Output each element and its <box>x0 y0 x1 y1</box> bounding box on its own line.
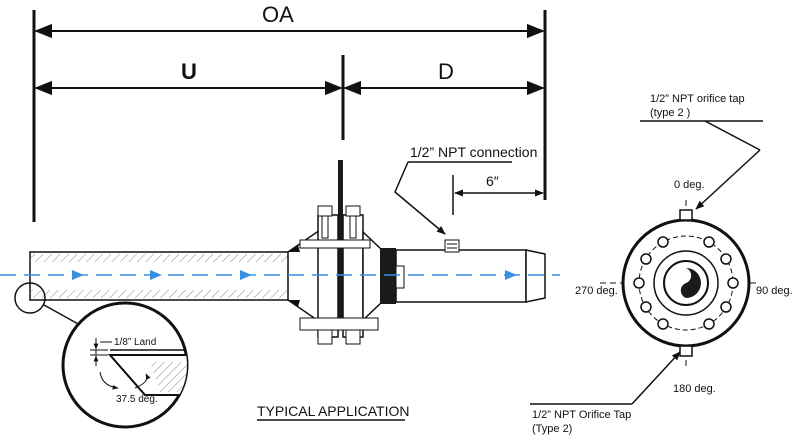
downstream-pipe-end <box>525 249 546 303</box>
caption-title: TYPICAL APPLICATION <box>257 403 410 419</box>
flow-arrow-3 <box>240 270 252 280</box>
side-view-assembly <box>29 160 546 345</box>
angle-90-label: 90 deg. <box>756 285 793 297</box>
angle-0-label: 0 deg. <box>674 179 705 191</box>
flow-arrow-2 <box>150 270 162 280</box>
orifice-tap-top-label-line2: (type 2 ) <box>650 107 690 119</box>
d-label: D <box>438 59 454 84</box>
bevel-angle-label: 37.5 deg. <box>116 394 158 405</box>
flow-arrow-1 <box>72 270 84 280</box>
angle-180-label: 180 deg. <box>673 383 716 395</box>
bolt-holes <box>633 236 739 330</box>
flow-centerline <box>0 270 560 280</box>
detail-reference-circle <box>14 282 46 314</box>
upstream-pipe-thread-bottom <box>30 290 304 298</box>
u-label: U <box>181 59 197 84</box>
orifice-tap-bottom-label-line2: (Type 2) <box>532 423 572 435</box>
orifice-tap-bottom-callout: 1/2” NPT Orifice Tap (Type 2) <box>530 351 681 435</box>
six-inch-label: 6″ <box>486 173 499 189</box>
land-label: 1/8” Land <box>114 337 156 348</box>
weld-bead-bottom <box>288 300 300 307</box>
npt-connection-fitting <box>444 239 460 253</box>
orifice-opening <box>680 268 701 298</box>
upstream-pipe-thread-top <box>30 254 304 262</box>
orifice-tap-top-label-line1: 1/2” NPT orifice tap <box>650 93 745 105</box>
bevel-detail: 1/8” Land 37.5 deg. <box>14 282 189 429</box>
oa-label: OA <box>262 2 294 27</box>
flow-arrow-4 <box>505 270 517 280</box>
orifice-tap-top <box>679 209 693 221</box>
downstream-inner-line <box>395 265 405 289</box>
flange-bolts-top <box>299 205 371 249</box>
angle-270-label: 270 deg. <box>575 285 618 297</box>
dimension-lines: OA U D 6″ <box>32 2 547 222</box>
npt-connection-label: 1/2” NPT connection <box>410 144 537 160</box>
front-view: 0 deg. 90 deg. 180 deg. 270 deg. <box>575 179 793 395</box>
orifice-tap-top-callout: 1/2” NPT orifice tap (type 2 ) <box>640 93 763 210</box>
weld-bead-top <box>288 245 300 252</box>
downstream-pipe-collar <box>380 248 396 304</box>
flange-bolts-bottom <box>299 317 379 345</box>
orifice-tap-bottom-label-line1: 1/2” NPT Orifice Tap <box>532 409 631 421</box>
npt-connection-callout: 1/2” NPT connection <box>394 144 537 235</box>
caption: TYPICAL APPLICATION <box>257 403 410 421</box>
orifice-tap-bottom <box>679 345 693 357</box>
